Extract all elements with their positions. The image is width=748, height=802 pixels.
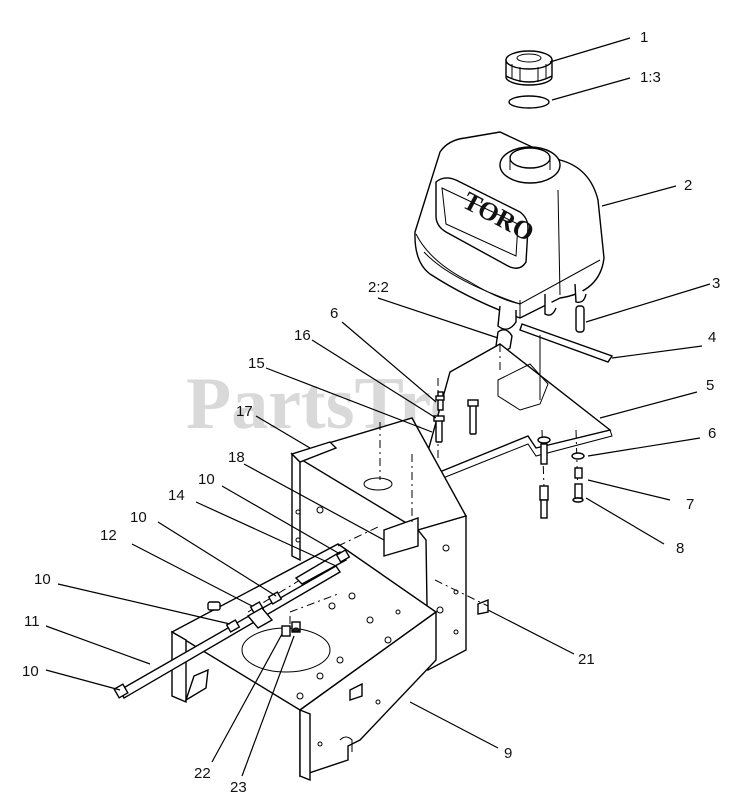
callout-9: 9 — [504, 745, 512, 762]
callout-3: 3 — [712, 275, 720, 292]
callout-15: 15 — [248, 355, 265, 372]
callout-5: 5 — [706, 377, 714, 394]
callout-12: 12 — [100, 527, 117, 544]
main-frame — [170, 417, 489, 782]
tank-strap — [519, 323, 614, 363]
callout-11: 11 — [24, 613, 40, 630]
callout-10d: 10 — [22, 663, 39, 680]
callout-1-3: 1:3 — [640, 69, 661, 86]
callout-10b: 10 — [130, 509, 147, 526]
callout-labels: 1 1:3 2 2:2 3 4 5 6 16 15 17 6 7 8 18 10… — [22, 29, 720, 796]
callout-18: 18 — [228, 449, 245, 466]
callout-1: 1 — [640, 29, 648, 46]
callout-14: 14 — [168, 487, 185, 504]
pickup-tube — [575, 305, 585, 333]
callout-10c: 10 — [34, 571, 51, 588]
callout-6b: 6 — [708, 425, 716, 442]
callout-23: 23 — [230, 779, 247, 796]
tank-mount-plate — [417, 335, 613, 489]
cap-gasket — [508, 95, 550, 109]
fuel-tank: TORO — [414, 131, 605, 330]
leader-lines — [45, 37, 711, 777]
callout-22: 22 — [194, 765, 211, 782]
callout-16: 16 — [294, 327, 311, 344]
fuel-cap — [505, 50, 553, 86]
callout-6a: 6 — [330, 305, 338, 322]
callout-2-2: 2:2 — [368, 279, 389, 296]
callout-21: 21 — [578, 651, 595, 668]
callout-2: 2 — [684, 177, 692, 194]
callout-10a: 10 — [198, 471, 215, 488]
fasteners — [113, 391, 585, 699]
callout-8: 8 — [676, 540, 684, 557]
callout-4: 4 — [708, 329, 716, 346]
callout-7: 7 — [686, 496, 694, 513]
callout-17: 17 — [236, 403, 253, 420]
